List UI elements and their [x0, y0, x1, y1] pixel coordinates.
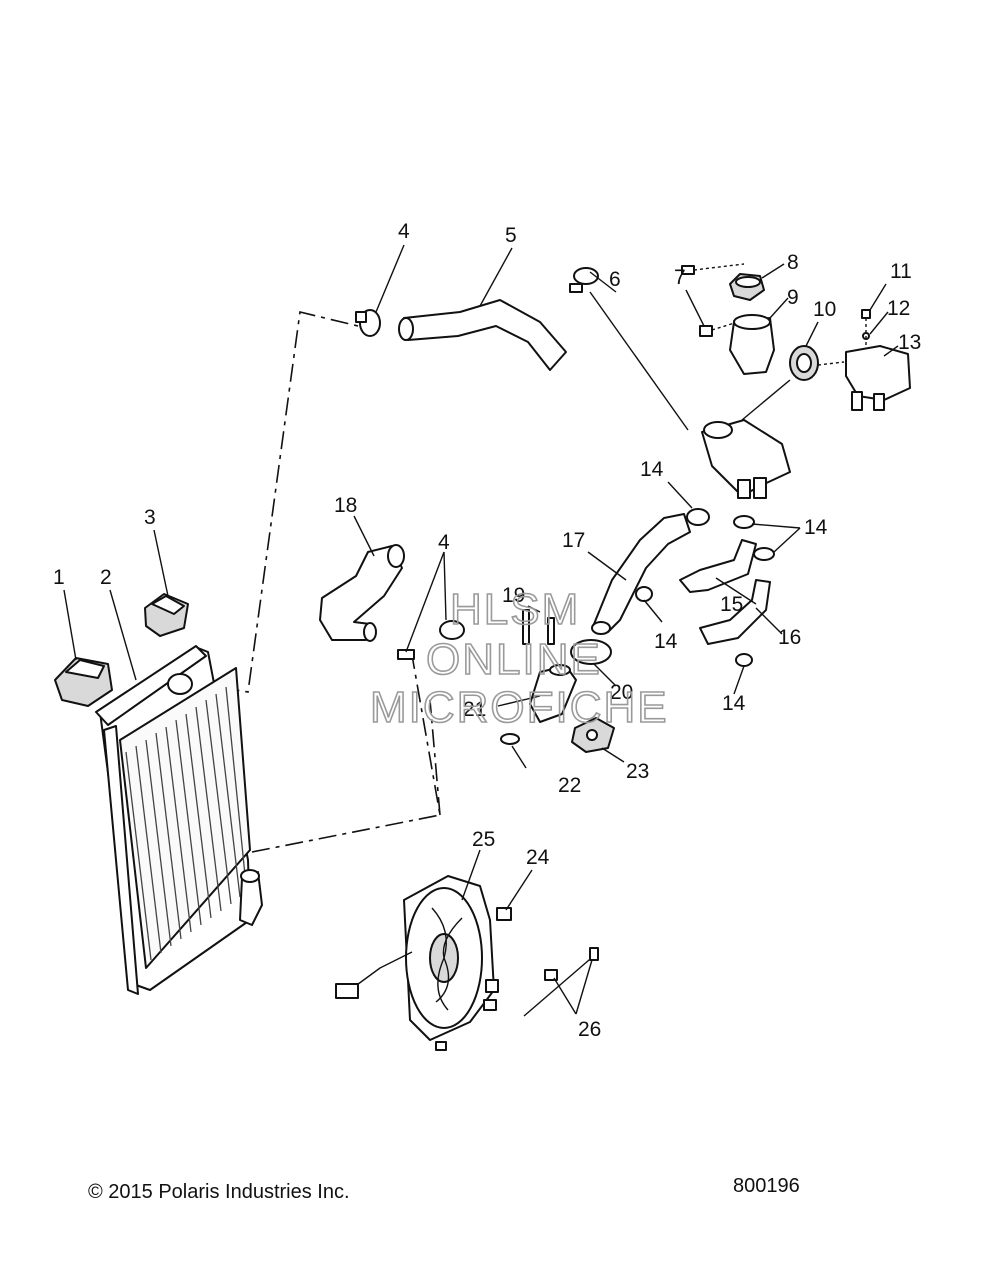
callout-20: 20 — [610, 681, 633, 704]
callout-6: 6 — [609, 268, 621, 291]
callout-1: 1 — [53, 566, 65, 589]
callout-4: 4 — [398, 220, 410, 243]
callout-25: 25 — [472, 828, 495, 851]
hose-clamp-14c — [753, 547, 775, 561]
hose-clamp-14b — [733, 515, 755, 529]
water-outlet-assembly — [701, 419, 791, 499]
o-ring-22 — [500, 733, 520, 745]
callout-13: 13 — [898, 331, 921, 354]
clamp-to-housing-line — [589, 291, 689, 431]
hose-clamp-lower-4a — [439, 620, 465, 640]
hose-clamp-14d — [635, 586, 653, 602]
callout-12: 12 — [887, 297, 910, 320]
impeller-23 — [571, 717, 615, 753]
copyright-notice: © 2015 Polaris Industries Inc. — [88, 1181, 350, 1203]
bolt-19 — [522, 609, 555, 645]
coolant-hose-16 — [699, 579, 771, 645]
callout-14-b: 14 — [804, 516, 828, 539]
callout-15: 15 — [720, 593, 743, 616]
fan-wire-harness — [335, 951, 413, 999]
callout-14-c: 14 — [654, 630, 678, 653]
housing-connection-line — [741, 379, 791, 421]
coolant-hose-17 — [591, 513, 691, 635]
callout-22: 22 — [558, 774, 581, 797]
thermostat-cover — [729, 314, 775, 375]
callout-18: 18 — [334, 494, 357, 517]
fan-assembly — [403, 875, 495, 1041]
bolt-7 — [699, 325, 713, 337]
callout-2: 2 — [100, 566, 112, 589]
hose-clamp-upper-right — [569, 267, 599, 293]
callout-4-b: 4 — [438, 531, 450, 554]
callout-14-a: 14 — [640, 458, 664, 481]
watermark-line-2: ONLINE — [426, 635, 602, 684]
callout-23: 23 — [626, 760, 649, 783]
coolant-hose-15 — [679, 539, 757, 593]
callout-3: 3 — [144, 506, 156, 529]
callout-24: 24 — [526, 846, 550, 869]
radiator-cover-right — [144, 593, 189, 637]
radiator — [95, 645, 263, 995]
bolt-fan-bottom — [435, 1041, 447, 1051]
callout-10: 10 — [813, 298, 836, 321]
o-ring-20 — [570, 639, 612, 665]
hose-clamp-lower-4b — [397, 649, 415, 660]
screw-11 — [861, 309, 871, 319]
coolant-hose-18 — [319, 544, 405, 642]
radiator-cover-left — [54, 657, 113, 707]
routing-line-lower — [251, 654, 441, 853]
hose-clamp-14a — [686, 508, 710, 526]
callout-17: 17 — [562, 529, 585, 552]
callout-11: 11 — [890, 260, 912, 283]
callout-16: 16 — [778, 626, 801, 649]
watermark-line-1: HLSM — [450, 585, 580, 634]
upper-hose — [398, 299, 567, 371]
bolt-24 — [496, 907, 512, 921]
callout-19: 19 — [502, 584, 525, 607]
leader-lines — [63, 244, 899, 1015]
callout-21: 21 — [463, 698, 486, 721]
watermark-line-3: MICROFICHE — [370, 683, 669, 732]
callout-26: 26 — [578, 1018, 601, 1041]
callout-7: 7 — [674, 266, 686, 289]
radiator-cap — [729, 273, 765, 301]
callout-9: 9 — [787, 286, 799, 309]
temp-sensor-26 — [483, 947, 599, 1017]
water-pump-cover — [529, 664, 577, 723]
thermostat — [789, 345, 819, 381]
drawing-number: 800196 — [733, 1175, 800, 1197]
hose-clamp-14e — [735, 653, 753, 667]
hose-clamp-upper-left — [355, 309, 381, 337]
callout-14-d: 14 — [722, 692, 746, 715]
coolant-housing — [845, 345, 911, 411]
callout-5: 5 — [505, 224, 517, 247]
callout-8: 8 — [787, 251, 799, 274]
routing-line-upper — [187, 311, 359, 693]
